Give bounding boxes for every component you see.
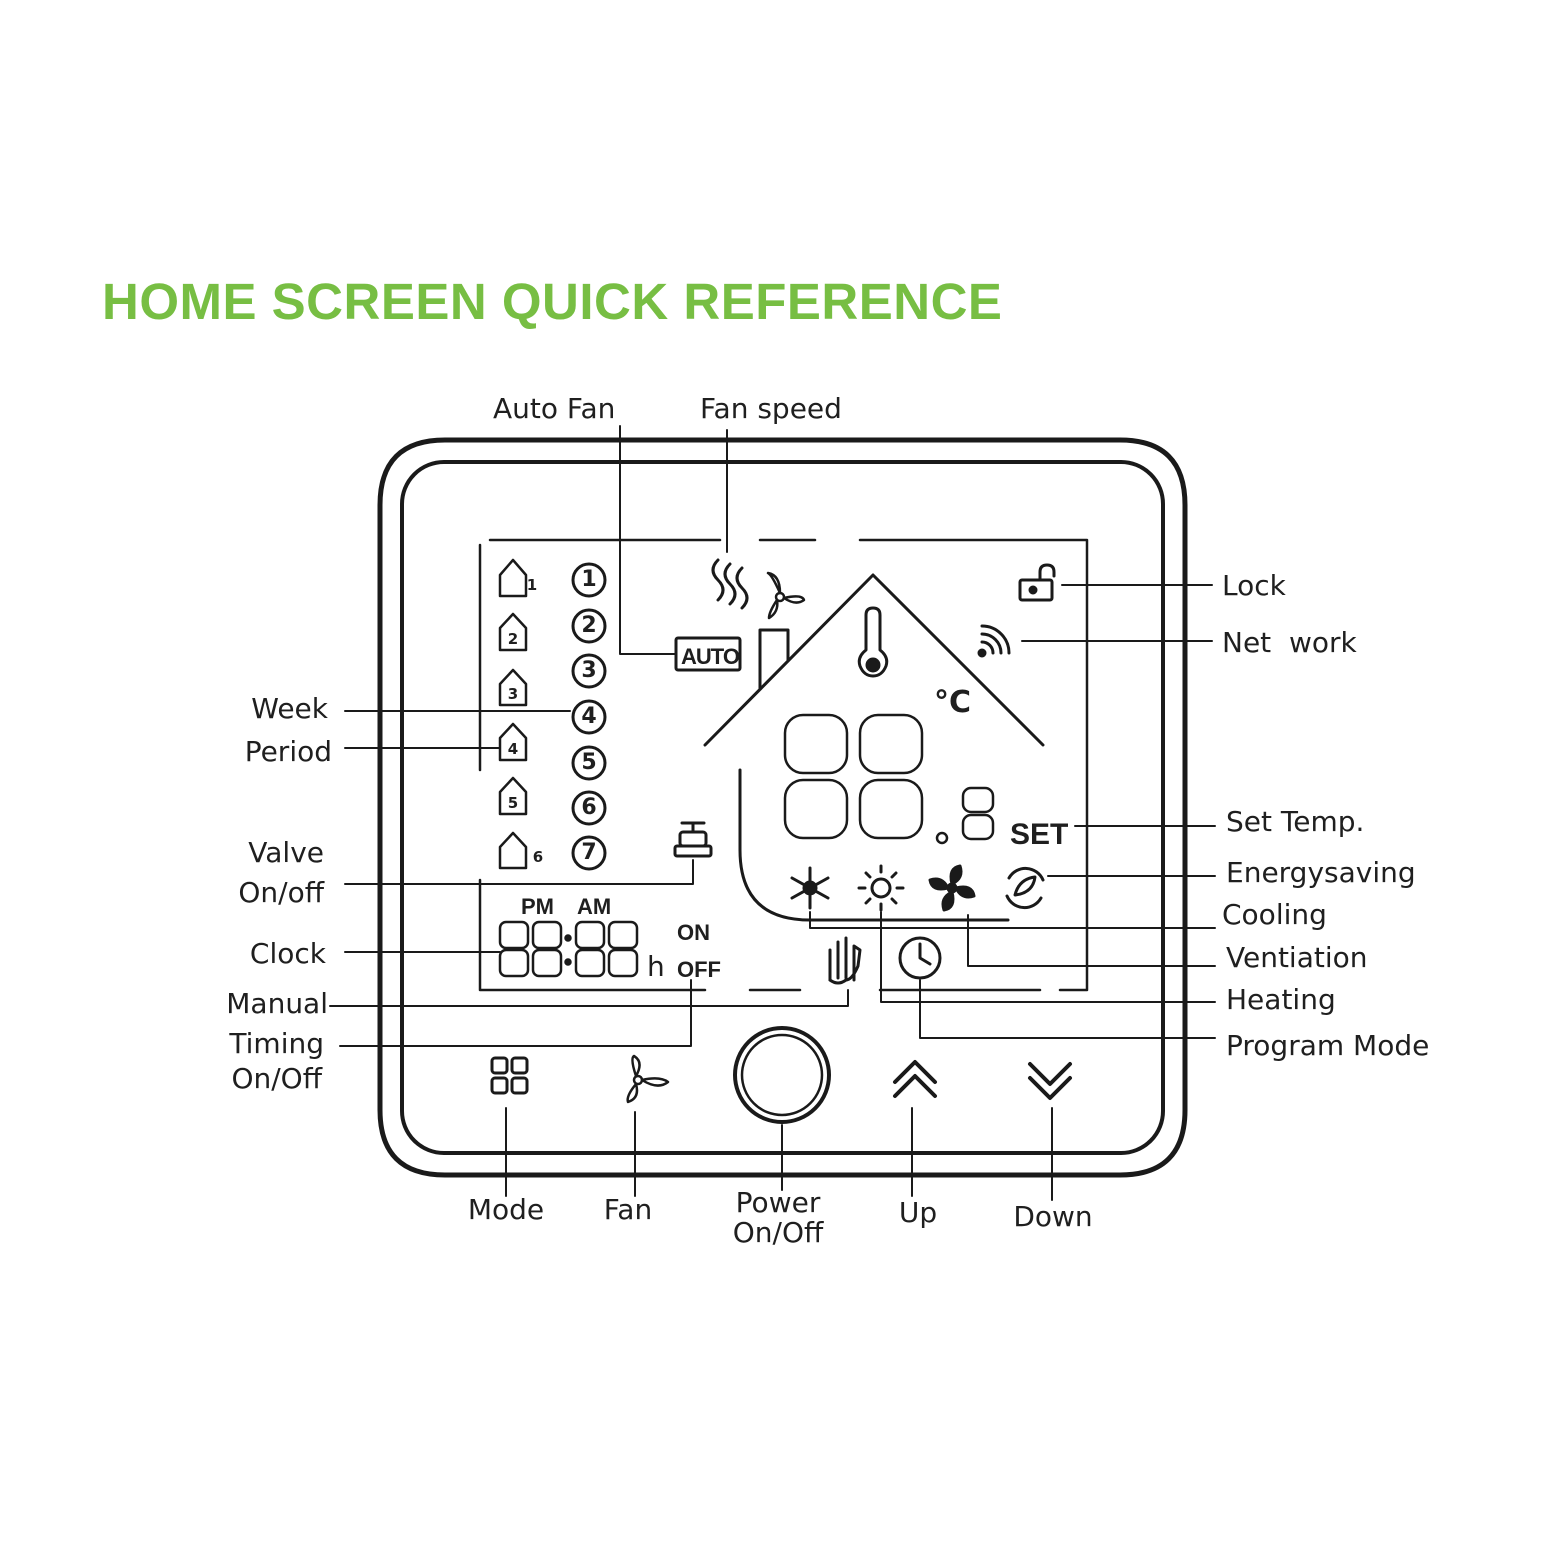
period-2: 2 <box>507 630 519 648</box>
period-icons <box>498 558 528 870</box>
period-3: 3 <box>507 685 519 703</box>
clock-icon <box>898 936 942 980</box>
temperature-digits <box>783 713 995 845</box>
fan-icon <box>766 571 806 620</box>
label-clock: Clock <box>249 937 326 970</box>
period-1: 1 <box>526 576 538 594</box>
weekday-6: 6 <box>581 795 597 820</box>
off-label: OFF <box>677 957 721 982</box>
label-timing: Timing <box>229 1027 324 1060</box>
padlock-icon <box>1018 563 1056 602</box>
label-cooling: Cooling <box>1222 898 1327 931</box>
page-title: HOME SCREEN QUICK REFERENCE <box>102 273 1003 330</box>
label-power: Power <box>735 1186 821 1219</box>
label-heating: Heating <box>1226 983 1336 1016</box>
clock-digits <box>498 920 639 978</box>
snowflake-icon <box>790 866 830 910</box>
weekday-circles <box>571 562 607 871</box>
auto-label: AUTO <box>681 644 740 669</box>
chevron-down-icon <box>1028 1062 1072 1100</box>
weekday-3: 3 <box>581 658 597 683</box>
label-timing-onoff: On/Off <box>231 1062 322 1095</box>
lcd-border <box>478 538 1089 992</box>
label-auto-fan: Auto Fan <box>493 392 616 425</box>
hand-icon <box>828 936 862 985</box>
label-fan: Fan <box>603 1193 653 1226</box>
label-period: Period <box>244 735 332 768</box>
callout-lines <box>329 425 1216 1201</box>
label-down: Down <box>1013 1200 1093 1233</box>
valve-icon <box>673 821 713 858</box>
weekday-2: 2 <box>581 613 597 638</box>
grid-icon <box>490 1056 529 1095</box>
label-week: Week <box>251 692 328 725</box>
label-mode: Mode <box>467 1193 545 1226</box>
heat-waves-icon <box>711 558 749 610</box>
am-label: AM <box>577 894 612 919</box>
hour-unit-label: h <box>647 950 665 983</box>
sun-icon <box>857 864 905 912</box>
period-5: 5 <box>507 794 519 812</box>
thermometer-icon <box>857 606 889 678</box>
weekday-4: 4 <box>581 704 597 729</box>
celsius-label: °C <box>934 685 972 720</box>
power-icon <box>733 1026 831 1124</box>
period-4: 4 <box>507 740 519 758</box>
label-set-temp: Set Temp. <box>1226 805 1365 838</box>
house-outline <box>703 573 1045 922</box>
weekday-1: 1 <box>581 567 597 592</box>
label-manual: Manual <box>226 987 328 1020</box>
label-energysaving: Energysaving <box>1226 856 1416 889</box>
fan-blade-icon <box>928 864 976 912</box>
leaf-icon <box>1005 866 1045 910</box>
label-power-onoff: On/Off <box>732 1216 824 1249</box>
pm-label: PM <box>521 894 554 919</box>
label-ventiation: Ventiation <box>1226 941 1368 974</box>
label-network: Net work <box>1222 626 1357 659</box>
weekday-5: 5 <box>581 750 597 775</box>
label-fan-speed: Fan speed <box>700 392 842 425</box>
label-valve: Valve <box>248 836 324 869</box>
fan-button-icon <box>626 1054 670 1104</box>
period-6: 6 <box>532 848 544 866</box>
chevron-up-icon <box>893 1060 937 1098</box>
label-lock: Lock <box>1222 569 1286 602</box>
label-up: Up <box>898 1196 938 1229</box>
label-program-mode: Program Mode <box>1226 1029 1430 1062</box>
set-label: SET <box>1010 818 1069 851</box>
on-label: ON <box>677 920 710 945</box>
weekday-7: 7 <box>581 840 597 865</box>
label-valve-onoff: On/off <box>238 876 324 909</box>
wifi-icon <box>977 624 1011 658</box>
